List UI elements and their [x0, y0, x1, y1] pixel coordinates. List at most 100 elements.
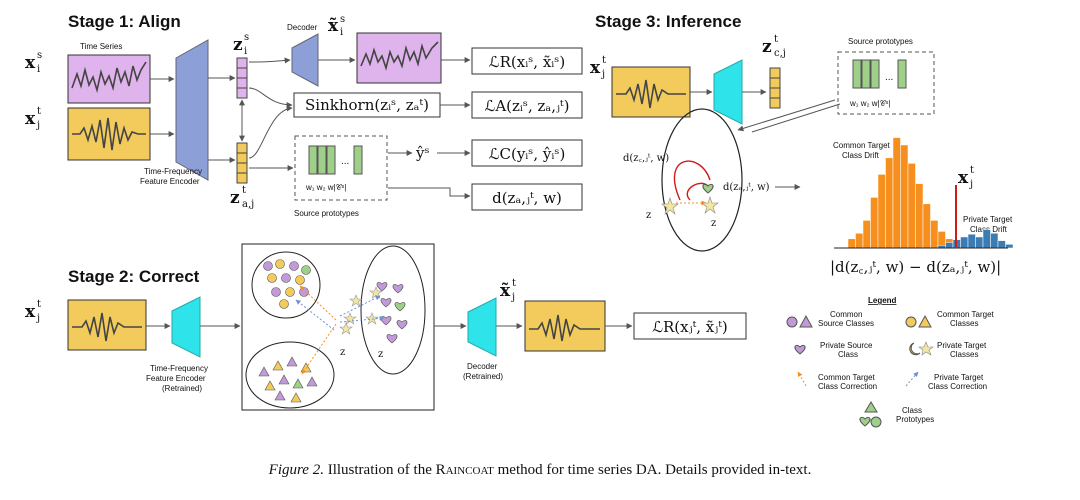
histogram-bar-common: [900, 144, 909, 249]
histogram-bar-common: [907, 163, 916, 249]
private-drift-label-1: Private Target: [963, 215, 1013, 224]
inference-encoder-shape: [713, 59, 743, 125]
correction-arrow: [339, 295, 381, 317]
histogram-bar-common: [915, 183, 924, 249]
d-c-label: d(z꜀,ⱼᵗ, w): [623, 153, 669, 164]
svg-text:Source Classes: Source Classes: [818, 319, 874, 328]
svg-text:Class Correction: Class Correction: [928, 382, 987, 391]
svg-text:i: i: [340, 27, 343, 38]
common-drift-label-2: Class Drift: [842, 151, 880, 160]
legend-common-correction: Common Target Class Correction: [797, 371, 877, 391]
histogram-bar-private: [982, 229, 991, 249]
z-a-point-label: z: [711, 218, 716, 229]
loss-reconstruction-box: ℒR(xᵢˢ, x̃ᵢˢ): [471, 47, 583, 75]
correction-arrow: [339, 315, 385, 323]
svg-text:t: t: [774, 34, 778, 45]
svg-text:Private Target: Private Target: [937, 341, 987, 350]
cluster-triangle: [272, 360, 284, 371]
svg-text:c,j: c,j: [774, 48, 786, 59]
legend: Legend Common Source Classes Common Targ…: [786, 296, 995, 428]
cluster-triangle: [264, 380, 276, 391]
cluster-star: [365, 312, 379, 325]
histogram-bar-common: [855, 233, 864, 249]
svg-text:t: t: [37, 299, 41, 310]
loss-reconstruction-correct-box: ℒR(xⱼᵗ, x̃ⱼᵗ): [633, 312, 747, 340]
svg-text:z: z: [233, 35, 243, 55]
x-i-s-label: x si: [25, 50, 42, 75]
legend-private-correction: Private Target Class Correction: [905, 371, 987, 391]
svg-text:Common Target: Common Target: [818, 373, 876, 382]
svg-text:s: s: [244, 32, 249, 43]
histogram-bar-private: [960, 236, 969, 249]
svg-text:Class: Class: [902, 406, 922, 415]
correct-encoder-label-3: (Retrained): [162, 384, 202, 393]
svg-text:i: i: [37, 64, 40, 75]
svg-text:Class Correction: Class Correction: [818, 382, 877, 391]
svg-text:x: x: [25, 109, 36, 129]
svg-text:a,j: a,j: [242, 199, 254, 210]
cluster-circle: [301, 265, 311, 275]
cluster-triangle: [290, 392, 302, 403]
svg-text:Common: Common: [830, 310, 862, 319]
caption-text-after: method for time series DA. Details provi…: [493, 462, 812, 478]
cluster-heart: [392, 284, 404, 294]
svg-text:t: t: [602, 55, 606, 66]
svg-text:t: t: [242, 185, 246, 196]
svg-text:x: x: [590, 58, 601, 78]
legend-common-target: Common Target Classes: [905, 310, 995, 328]
x-j-t-label: x tj: [25, 106, 41, 131]
svg-text:Prototypes: Prototypes: [896, 415, 934, 424]
svg-text:ℒC(yᵢˢ, ŷᵢˢ): ℒC(yᵢˢ, ŷᵢˢ): [489, 145, 566, 163]
cluster-circle: [275, 259, 285, 269]
svg-text:d(zₐ,ⱼᵗ, w): d(zₐ,ⱼᵗ, w): [492, 189, 562, 207]
svg-text:x: x: [25, 53, 36, 73]
latent-clusters: [258, 259, 408, 403]
correct-encoder-label-1: Time-Frequency: [150, 364, 208, 373]
correction-arrow: [295, 299, 335, 331]
z-a-latent-label: z: [378, 349, 383, 360]
histogram-bar-common: [877, 174, 886, 249]
cluster-heart: [396, 320, 408, 330]
svg-text:j: j: [511, 292, 515, 303]
source-prototypes-label-1: Source prototypes: [294, 209, 359, 218]
svg-text:ℒR(xⱼᵗ, x̃ⱼᵗ): ℒR(xⱼᵗ, x̃ⱼᵗ): [652, 318, 728, 336]
correction-arrow: [299, 285, 337, 321]
caption-figure-number: Figure 2.: [268, 462, 324, 478]
reconstructed-target-box: [524, 300, 606, 352]
z-a-j-label: z ta,j: [230, 185, 254, 210]
svg-text:t: t: [512, 278, 516, 289]
cluster-circle: [263, 261, 273, 271]
cluster-heart: [380, 298, 392, 308]
cluster-star: [339, 322, 353, 335]
svg-text:i: i: [244, 46, 247, 57]
histogram-bar-common: [885, 157, 894, 249]
z-c-point-label: z: [646, 210, 651, 221]
distance-ellipse: [661, 108, 743, 252]
svg-text:Private Target: Private Target: [934, 373, 984, 382]
cluster-circle: [295, 275, 305, 285]
svg-text:s: s: [340, 14, 345, 25]
caption-text-before: Illustration of the: [327, 462, 436, 478]
cluster-triangle: [306, 376, 318, 387]
histogram-bar-common: [870, 197, 879, 249]
decoder-label: Decoder: [287, 23, 318, 32]
cluster-circle: [279, 299, 289, 309]
cluster-circle: [289, 261, 299, 271]
cluster-circle: [267, 273, 277, 283]
svg-text:Common Target: Common Target: [937, 310, 995, 319]
correct-decoder-shape: [467, 297, 497, 357]
loss-classification-box: ℒC(yᵢˢ, ŷᵢˢ): [471, 139, 583, 167]
histogram-bar-common: [892, 137, 901, 249]
legend-private-target: Private Target Classes: [909, 341, 987, 359]
x-j-t-histogram-label: x tj: [958, 165, 974, 190]
svg-text:x: x: [25, 302, 36, 322]
time-series-label: Time Series: [80, 42, 122, 51]
cluster-circle: [299, 287, 309, 297]
d-a-label: d(zₐ,ⱼᵗ, w): [723, 182, 770, 193]
histogram-bar-private: [967, 233, 976, 249]
correct-input-series-box: [67, 299, 147, 351]
cluster-heart: [386, 334, 398, 344]
svg-text:x: x: [958, 168, 969, 188]
histogram-bar-private: [1005, 244, 1014, 249]
x-j-t-inference-label: x tj: [590, 55, 606, 80]
